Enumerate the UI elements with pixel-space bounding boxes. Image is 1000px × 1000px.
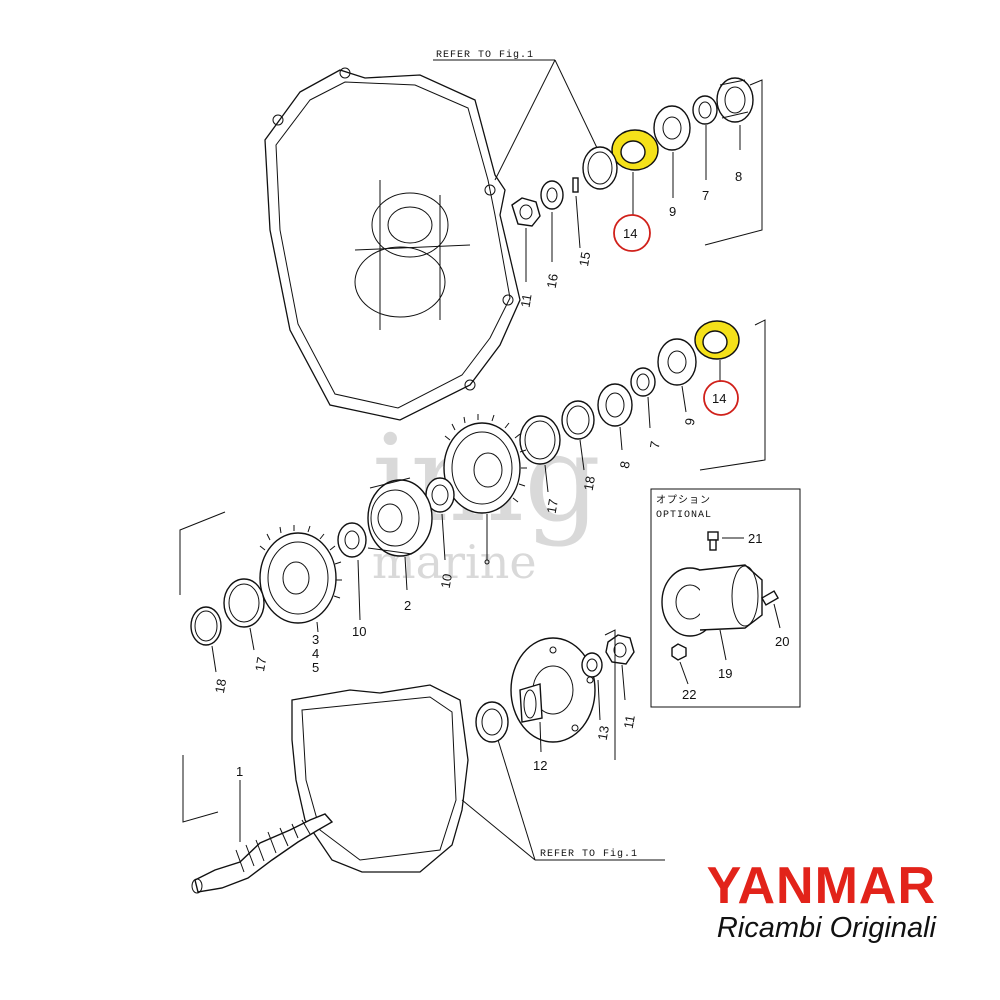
- callout-22: 22: [682, 687, 696, 702]
- callout-15-top: 15: [576, 251, 593, 268]
- callout-circle-14-top: [613, 214, 651, 252]
- oil-seal-bottom: [475, 701, 509, 743]
- callout-7-top: 7: [702, 188, 709, 203]
- part-7-top: 7: [692, 95, 718, 203]
- callout-20: 20: [775, 634, 789, 649]
- callout-9-mid: 9: [682, 417, 698, 427]
- part-10-low: 10: [337, 522, 367, 639]
- callout-1: 1: [236, 764, 243, 779]
- optional-label-jp: オプション: [656, 494, 711, 507]
- part-11-low-nut: 11: [605, 634, 638, 730]
- callout-13: 13: [595, 725, 612, 742]
- part-6-gear: [443, 414, 527, 565]
- part-9-mid: 9: [657, 338, 698, 427]
- part-17-low: 17: [223, 578, 269, 673]
- callout-5: 5: [312, 660, 319, 675]
- callout-14-top: 14: [623, 226, 637, 241]
- part-1-shaft: 1: [191, 764, 334, 894]
- yanmar-logo: YANMAR: [706, 857, 936, 915]
- callout-7-mid: 7: [647, 440, 663, 450]
- callout-8-mid: 8: [617, 460, 633, 470]
- callout-11-low: 11: [621, 714, 638, 730]
- callout-2: 2: [404, 598, 411, 613]
- callout-16-top: 16: [544, 273, 561, 290]
- callout-11-top: 11: [518, 293, 535, 309]
- refer-label-bottom: REFER TO Fig.1: [540, 848, 638, 860]
- callout-4: 4: [312, 646, 319, 661]
- part-18-mid: 18: [561, 400, 598, 492]
- snap-ring-top: [582, 146, 618, 190]
- top-parts-row: 8 7 9 14: [511, 77, 763, 309]
- part-19-flange: 19: [661, 564, 763, 681]
- callout-circle-14-mid: [703, 380, 739, 416]
- part-9-top: 9: [653, 105, 691, 219]
- bottom-housing: 1: [182, 684, 509, 894]
- refer-callout-bottom: REFER TO Fig.1: [461, 739, 665, 861]
- part-7-mid: 7: [630, 367, 663, 450]
- part-22-nut: 22: [671, 643, 696, 702]
- callout-17-low: 17: [252, 656, 269, 673]
- part-14-top-highlighted: 14: [611, 129, 659, 252]
- callout-8-top: 8: [735, 169, 742, 184]
- callout-17-mid: 17: [544, 498, 561, 515]
- optional-box: オプション OPTIONAL 21 19 20 22: [650, 488, 801, 708]
- callout-10-mid: 10: [438, 573, 455, 590]
- callout-12: 12: [533, 758, 547, 773]
- tagline: Ricambi Originali: [716, 912, 936, 944]
- part-15-top: 15: [572, 177, 593, 268]
- part-8-top: 8: [716, 77, 754, 184]
- part-12-coupling: 12: [510, 637, 596, 773]
- part-2-clutch: 2: [367, 477, 433, 613]
- refer-label-top: REFER TO Fig.1: [436, 49, 534, 61]
- callout-19: 19: [718, 666, 732, 681]
- part-21-bolt: 21: [707, 531, 762, 551]
- refer-callout-top: REFER TO Fig.1: [433, 49, 599, 181]
- optional-label-en: OPTIONAL: [656, 510, 712, 521]
- part-13-washer: 13: [581, 652, 612, 742]
- part-11-top: 11: [511, 197, 541, 309]
- callout-18-low: 18: [212, 678, 229, 695]
- part-8-mid: 8: [597, 383, 633, 470]
- callout-3: 3: [312, 632, 319, 647]
- part-17-mid: 17: [519, 415, 561, 515]
- callout-10-low: 10: [352, 624, 366, 639]
- callout-21: 21: [748, 531, 762, 546]
- part-20-bolt: 20: [760, 590, 789, 649]
- callout-14-mid: 14: [712, 391, 726, 406]
- part-3-gear: 3 4 5: [259, 525, 342, 675]
- part-18-low: 18: [190, 606, 229, 695]
- callout-18-mid: 18: [581, 475, 598, 492]
- part-16-top: 16: [540, 180, 564, 290]
- flywheel-housing: [264, 67, 521, 421]
- part-10-mid: 10: [425, 477, 455, 590]
- middle-parts-row: 14 9 7 8 18: [179, 319, 766, 695]
- lower-coupling-group: 12 13 11: [510, 629, 638, 773]
- part-14-mid-highlighted: 14: [694, 320, 740, 416]
- callout-9-top: 9: [669, 204, 676, 219]
